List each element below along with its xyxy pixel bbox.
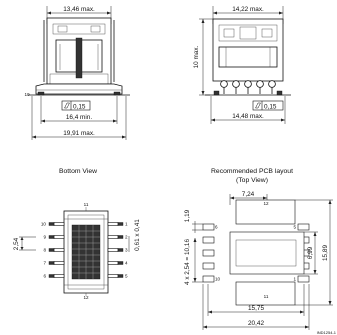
front-pin-label: 10 [24,92,30,97]
pcb-layout: Recommended PCB layout (Top View) 7,24 1… [184,168,333,330]
side-flatness-label: 0,15 [264,104,277,111]
front-overall-label: 19,91 max. [63,130,95,137]
bottom-pitch-label: 2,54 [13,237,20,250]
side-overall-label: 14,48 max. [232,113,264,120]
pcb-dim-1575: 15,75 [248,305,264,312]
side-width-top-label: 14,22 max. [232,6,264,13]
pcb-pin-5: 5 [293,225,296,230]
bottom-winding [71,224,101,280]
pcb-pin-12: 12 [263,201,269,206]
pcb-pin-11: 11 [264,294,269,299]
figure-id: IND1254-1 [317,330,337,335]
side-height-label: 10 max. [193,45,200,68]
bottom-pin-right-2: 2 [125,235,128,240]
bottom-view: Bottom View 11 [13,168,141,300]
bottom-pin-top-label: 11 [84,202,89,207]
bottom-pin-right-5: 5 [125,274,128,279]
bottom-left-leads [48,222,65,278]
pcb-dim-2042: 20,42 [248,320,264,327]
pcb-pin-6: 6 [215,225,218,230]
pcb-dim-699: 6,99 [307,246,314,259]
bottom-pin-right-3: 3 [125,248,128,253]
bottom-pin-right-4: 4 [125,261,128,266]
bottom-lead-width-label: 0,61 x 0,41 [134,219,141,251]
pcb-dim-1589: 15,89 [322,245,329,261]
bottom-right-leads [107,222,124,278]
front-width-top-label: 13,46 max. [63,6,95,13]
pcb-left-pads [202,223,215,283]
side-view: 14,22 max. 10 max. [193,6,291,124]
pcb-dim-119: 1,19 [184,209,191,222]
bottom-pin-left-4: 7 [43,261,46,266]
front-view: 13,46 max. 10 0,15 16,4 min. [24,6,130,140]
bottom-pin-bottom-label: 12 [83,295,89,300]
pcb-heading-line2: (Top View) [236,177,268,184]
bottom-pin-left-2: 9 [43,235,46,240]
front-span-min-label: 16,4 min. [66,114,93,121]
bottom-pin-left-1: 10 [41,222,47,227]
bottom-view-heading: Bottom View [59,168,97,175]
front-flatness-label: 0,15 [73,104,86,111]
bottom-pin-right-1: 1 [125,222,128,227]
bottom-pin-left-5: 6 [43,274,46,279]
pcb-dim-724: 7,24 [242,191,255,198]
pcb-heading-line1: Recommended PCB layout [211,168,293,175]
pcb-dim-pitch: 4 x 2,54 = 10,16 [184,239,191,285]
pcb-pin-1: 1 [293,277,296,282]
side-pin-row [220,80,276,94]
pcb-pin-10: 10 [215,277,221,282]
bottom-pin-left-3: 8 [43,248,46,253]
